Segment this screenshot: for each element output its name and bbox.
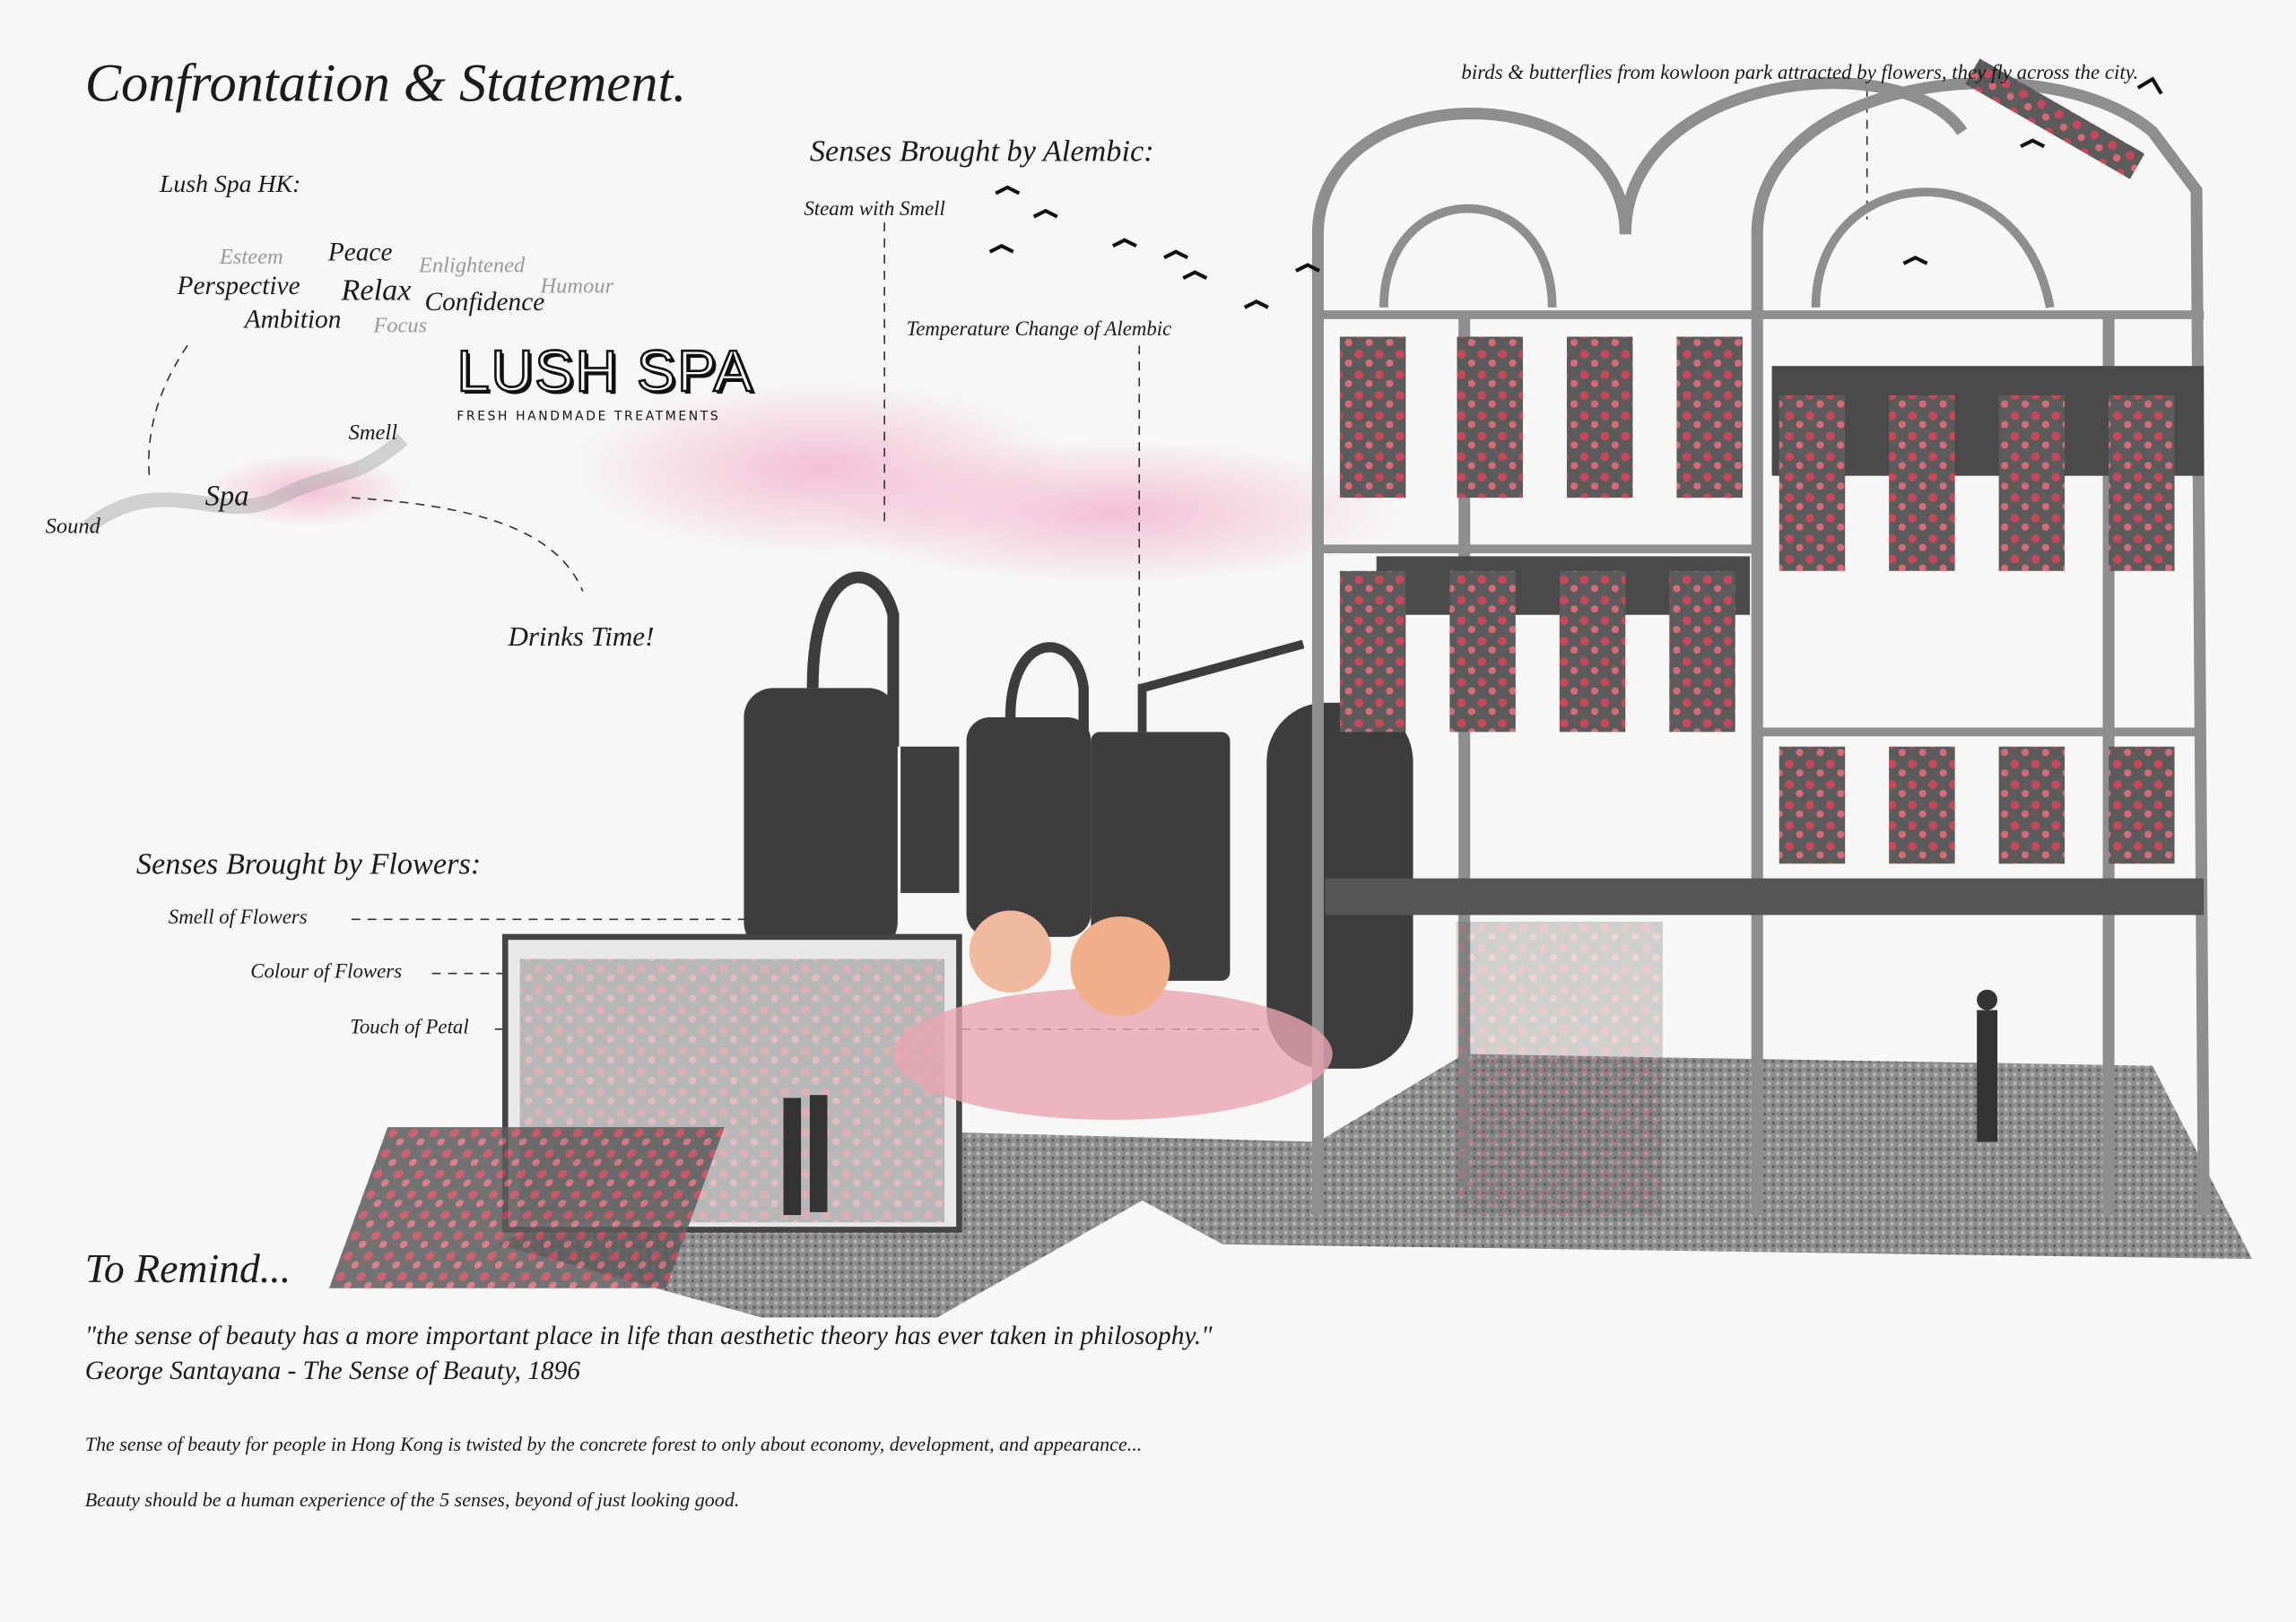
word-focus: Focus	[373, 315, 428, 339]
paragraph-2: Beauty should be a human experience of t…	[84, 1488, 740, 1511]
word-peace: Peace	[327, 237, 393, 267]
rose-bloom	[969, 910, 1052, 993]
label-temperature: Temperature Change of Alembic	[906, 318, 1172, 342]
hanging-roses	[1339, 58, 2175, 864]
label-steam: Steam with Smell	[804, 199, 945, 221]
page-title: Confrontation & Statement.	[84, 54, 687, 115]
pink-smoke	[204, 380, 1406, 586]
word-ambition: Ambition	[244, 304, 342, 334]
label-spa: Spa	[204, 480, 249, 513]
alembic-tanks	[744, 571, 1413, 1069]
people-figures	[783, 989, 1998, 1216]
paragraph-1: The sense of beauty for people in Hong K…	[84, 1433, 1143, 1455]
rose-bloom	[1070, 916, 1170, 1017]
remind-heading: To Remind...	[84, 1247, 291, 1293]
sound-wave	[83, 433, 408, 533]
label-touch-of-petal: Touch of Petal	[350, 1017, 469, 1040]
paved-floor	[498, 1054, 2253, 1318]
quote-attribution: George Santayana - The Sense of Beauty, …	[84, 1355, 580, 1385]
lush-spa-tagline: FRESH HANDMADE TREATMENTS	[457, 410, 721, 425]
lush-heading: Lush Spa HK:	[159, 169, 301, 198]
label-smell: Smell	[348, 421, 397, 446]
flowers-heading: Senses Brought by Flowers:	[135, 846, 482, 881]
word-confidence: Confidence	[424, 287, 545, 317]
petal-field	[892, 988, 1333, 1121]
lush-spa-logo: LUSH SPA	[456, 338, 754, 404]
word-perspective: Perspective	[177, 271, 300, 300]
alembic-heading: Senses Brought by Alembic:	[809, 133, 1154, 169]
word-esteem: Esteem	[219, 246, 283, 270]
label-colour-of-flowers: Colour of Flowers	[250, 961, 403, 984]
word-humour: Humour	[540, 274, 614, 299]
label-smell-of-flowers: Smell of Flowers	[168, 907, 308, 930]
label-sound: Sound	[45, 515, 100, 539]
bird-icons	[988, 76, 2163, 309]
birds-note: birds & butterflies from kowloon park at…	[1461, 63, 2139, 85]
quote: "the sense of beauty has a more importan…	[84, 1320, 1213, 1350]
word-enlightened: Enlightened	[418, 255, 526, 279]
label-drinks-time: Drinks Time!	[508, 621, 655, 654]
word-relax: Relax	[341, 272, 412, 308]
